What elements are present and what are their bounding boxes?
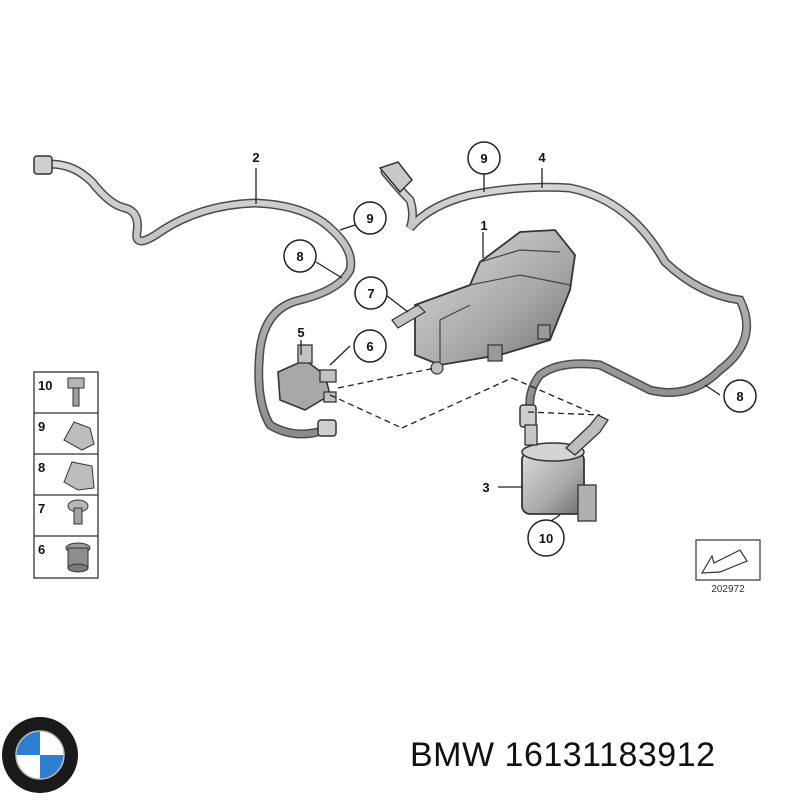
grommet-icon xyxy=(65,542,91,573)
brand-part-number: BMW 16131183912 xyxy=(410,736,716,775)
callout-5: 5 xyxy=(297,325,304,340)
brand-label: BMW xyxy=(410,736,495,774)
legend-num-9: 9 xyxy=(38,419,45,434)
small-parts-legend: 10 9 8 7 6 xyxy=(33,371,99,579)
callout-7: 7 xyxy=(354,276,388,310)
legend-num-8: 8 xyxy=(38,460,45,475)
hose-4 xyxy=(378,161,752,428)
svg-text:9: 9 xyxy=(366,211,373,226)
svg-text:8: 8 xyxy=(736,389,743,404)
leader-lines xyxy=(255,168,721,526)
callout-6: 6 xyxy=(353,329,387,363)
svg-text:7: 7 xyxy=(367,286,374,301)
svg-text:2: 2 xyxy=(252,150,259,165)
clip-icon xyxy=(63,461,95,491)
screw-icon xyxy=(67,499,89,525)
legend-num-10: 10 xyxy=(38,378,52,393)
reference-number: 202972 xyxy=(711,584,745,595)
callout-3: 3 xyxy=(482,480,489,495)
callout-10: 10 xyxy=(527,519,565,557)
callout-8-right: 8 xyxy=(723,379,757,413)
callout-9-left: 9 xyxy=(353,201,387,235)
reference-arrow-box: 202972 xyxy=(695,539,761,595)
svg-text:10: 10 xyxy=(539,531,553,546)
callout-8-left: 8 xyxy=(283,239,317,273)
svg-text:4: 4 xyxy=(538,150,546,165)
hose-2 xyxy=(33,155,356,439)
svg-text:9: 9 xyxy=(480,151,487,166)
valve-5 xyxy=(277,344,337,411)
charcoal-canister-1 xyxy=(391,229,576,375)
callout-4: 4 xyxy=(538,150,546,165)
filter-3 xyxy=(521,414,609,522)
svg-text:8: 8 xyxy=(296,249,303,264)
callout-1: 1 xyxy=(480,218,487,233)
part-number: 16131183912 xyxy=(504,736,716,774)
bmw-logo xyxy=(2,717,78,793)
svg-text:6: 6 xyxy=(366,339,373,354)
callout-2: 2 xyxy=(252,150,259,165)
connection-lines xyxy=(329,367,601,429)
svg-text:5: 5 xyxy=(297,325,304,340)
legend-num-6: 6 xyxy=(38,542,45,557)
arrow-icon xyxy=(700,549,748,574)
bolt-icon xyxy=(67,377,85,407)
callout-9-right: 9 xyxy=(467,141,501,175)
legend-num-7: 7 xyxy=(38,501,45,516)
svg-text:3: 3 xyxy=(482,480,489,495)
svg-text:1: 1 xyxy=(480,218,487,233)
clip-icon xyxy=(63,421,95,451)
